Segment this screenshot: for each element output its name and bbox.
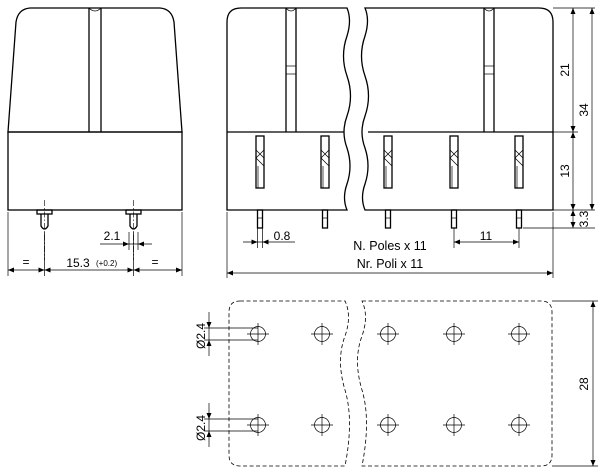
- side-view: [7, 7, 183, 260]
- pin-length-value: 3.3: [577, 210, 591, 227]
- lower-height-value: 13: [558, 164, 572, 178]
- pole-count-note-it: Nr. Poli x 11: [357, 257, 424, 271]
- total-height-value: 34: [577, 103, 591, 117]
- front-view: [226, 7, 554, 229]
- pin-width-value: 2.1: [104, 229, 121, 243]
- height-dimensions: 21 34 13 3.3: [523, 7, 595, 229]
- pole-pitch-value: 11: [480, 229, 493, 243]
- hole-diameter-bottom: Ø2.4: [194, 415, 208, 441]
- pin-pitch-value: 15.3: [66, 256, 90, 270]
- pin-pitch-tolerance: (+0.2): [96, 259, 117, 268]
- hole-diameter-top: Ø2.4: [194, 323, 208, 349]
- pole-count-note-en: N. Poles x 11: [353, 239, 426, 253]
- row-spacing-value: 28: [577, 377, 591, 391]
- pin-thickness-value: 0.8: [274, 229, 291, 243]
- equal-mark-right: =: [151, 255, 158, 269]
- footprint-dimensions: Ø2.4 Ø2.4 28: [194, 300, 598, 467]
- front-view-dimensions: 0.8 11 N. Poles x 11 Nr. Poli x 11: [226, 212, 554, 278]
- equal-mark-left: =: [22, 255, 29, 269]
- pcb-footprint: [228, 300, 553, 467]
- upper-height-value: 21: [558, 63, 572, 77]
- side-view-dimensions: = = 15.3 (+0.2) 2.1: [7, 212, 183, 276]
